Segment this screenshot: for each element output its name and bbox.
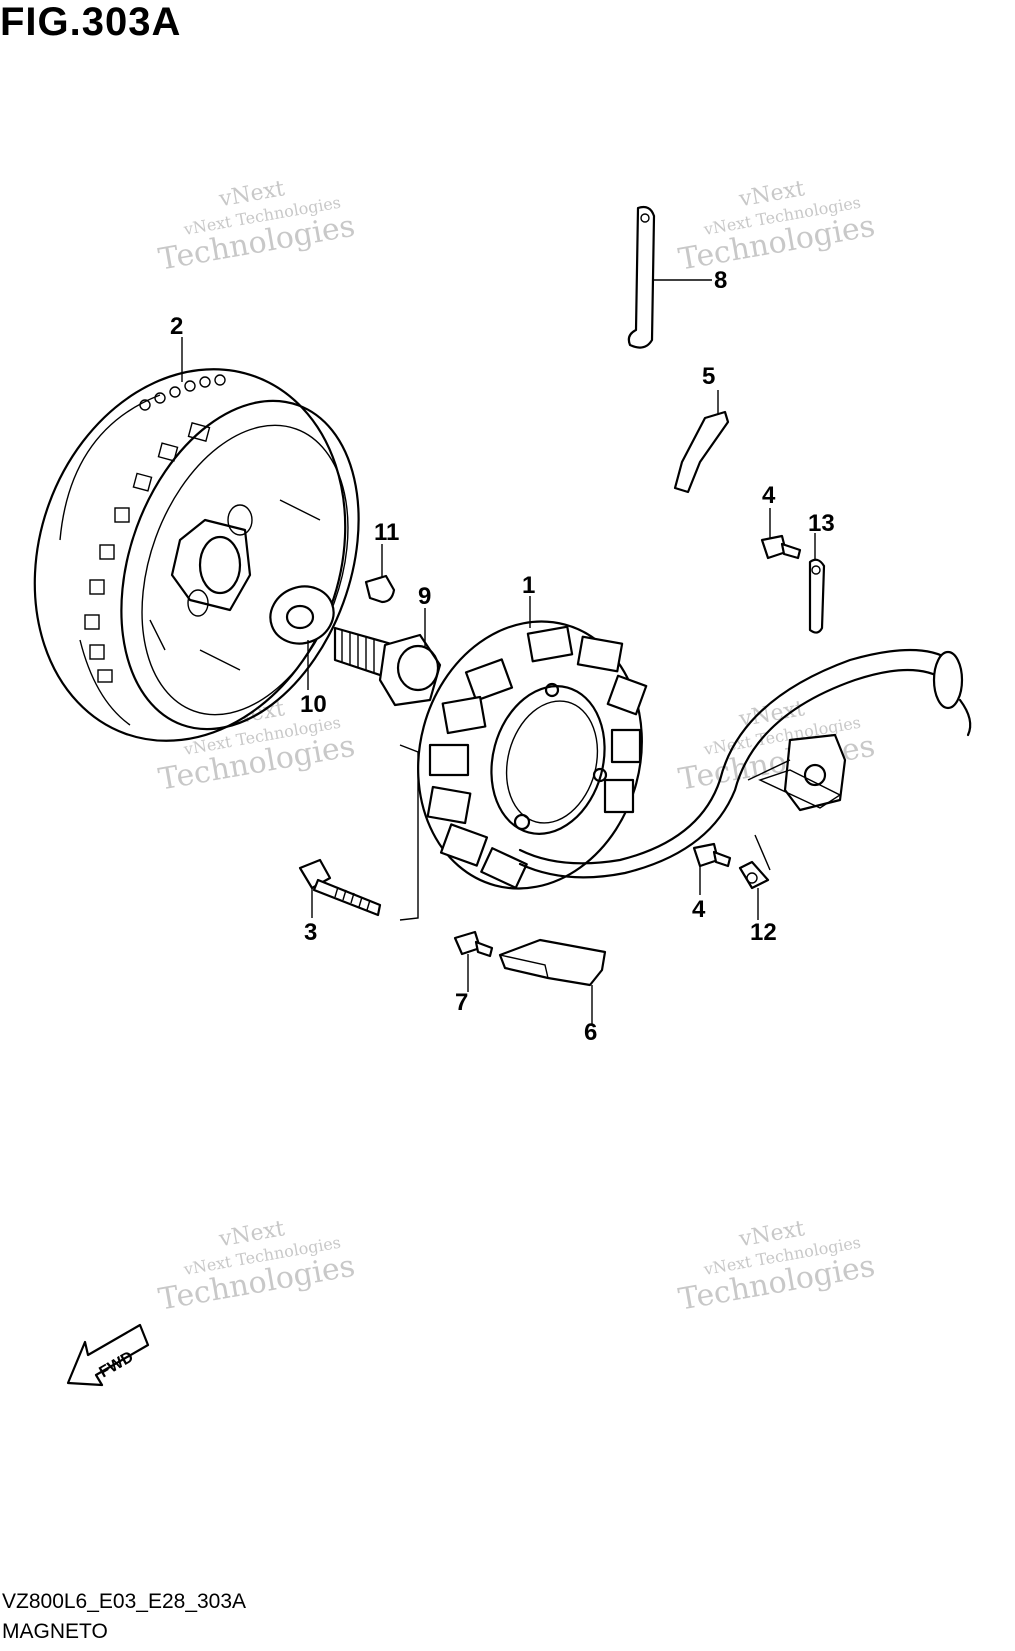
callout-labels: 2 1 10 9 11 3 4 4 12 13 5 6 7 8 [170, 267, 835, 1046]
callout-5: 9 [418, 583, 431, 610]
screw [692, 842, 732, 868]
callout-1: 1 [522, 572, 535, 599]
callout-12: 7 [455, 989, 468, 1016]
callout-9: 13 [808, 510, 835, 537]
callout-7: 11 [374, 519, 399, 546]
screw [760, 534, 802, 560]
callout-8: 12 [750, 919, 777, 946]
washer [269, 585, 335, 645]
clamp-nut [738, 860, 770, 890]
fwd-arrow: FWD [66, 1323, 150, 1387]
clamp [673, 410, 730, 494]
rotor-bolt [333, 626, 442, 707]
callout-6: 10 [300, 691, 327, 718]
figure-name: MAGNETO [2, 1620, 108, 1643]
callout-4: 4 [692, 896, 706, 923]
callout-4: 4 [762, 482, 776, 509]
stator-coil [417, 620, 972, 890]
callout-11: 6 [584, 1019, 597, 1046]
figure-title: FIG.303A [0, 0, 182, 44]
clamp [627, 205, 656, 349]
plate [498, 938, 607, 987]
screw [453, 930, 494, 958]
leader-lines [181, 279, 816, 1025]
callout-3: 3 [304, 919, 317, 946]
callout-10: 5 [702, 363, 715, 390]
rotor-flywheel [33, 368, 360, 742]
stator-bolt [298, 858, 382, 917]
figure-code: VZ800L6_E03_E28_303A [2, 1590, 247, 1613]
callout-13: 8 [714, 267, 727, 294]
callout-2: 2 [170, 313, 183, 340]
woodruff-key [364, 574, 396, 604]
clamp [808, 558, 826, 634]
